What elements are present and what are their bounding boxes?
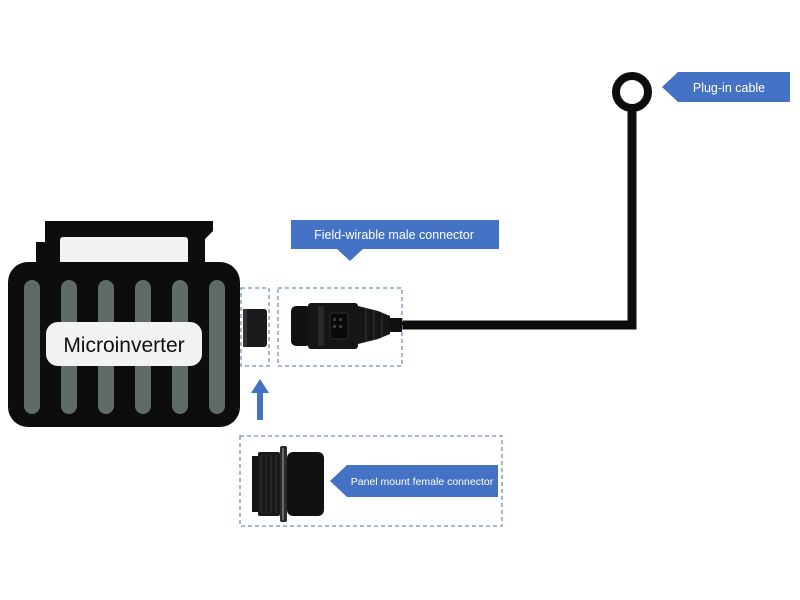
- cable-line: [400, 104, 637, 330]
- microinverter: Microinverter: [8, 221, 240, 427]
- female-connector-label: Panel mount female connector: [351, 476, 494, 488]
- plug-in-cable-callout: Plug-in cable: [662, 72, 790, 102]
- male-connector-callout: Field-wirable male connector: [291, 220, 499, 261]
- female-connector-icon: [252, 446, 324, 522]
- female-connector-box: [239, 435, 503, 527]
- inverter-socket-icon: [243, 309, 267, 347]
- microinverter-top-window: [60, 237, 188, 264]
- plug-in-cable-label: Plug-in cable: [693, 81, 765, 95]
- cable-end-ring-icon: [612, 72, 652, 112]
- female-connector-callout: Panel mount female connector: [330, 465, 498, 497]
- male-connector-label: Field-wirable male connector: [314, 228, 474, 242]
- microinverter-label-box: [46, 322, 202, 366]
- microinverter-label: Microinverter: [63, 334, 184, 357]
- up-arrow-icon: [251, 379, 269, 420]
- vent-slot: [24, 280, 40, 414]
- male-connector-icon: [291, 303, 402, 349]
- vent-slot: [209, 280, 225, 414]
- inverter-socket-box: [240, 287, 270, 367]
